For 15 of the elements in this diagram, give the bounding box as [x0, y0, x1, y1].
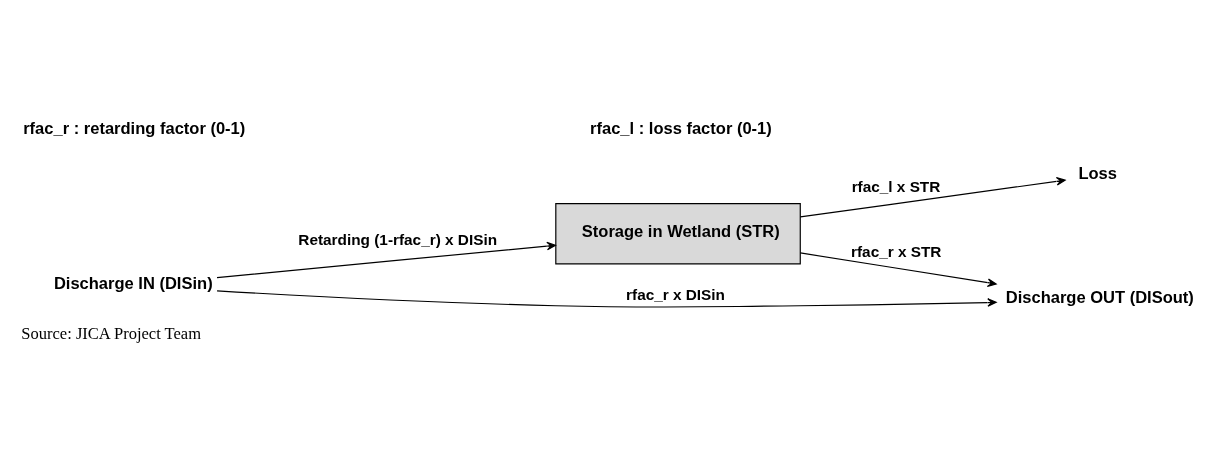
node-box: Storage in Wetland (STR): [555, 203, 801, 265]
node-text: Discharge OUT (DISout): [1005, 288, 1194, 308]
caption: Source: JICA Project Team: [21, 324, 202, 344]
arrow: [799, 252, 997, 287]
arrow: [216, 290, 997, 308]
label: rfac_l : loss factor (0-1): [590, 119, 772, 139]
arrow: [216, 241, 556, 279]
node-text: Loss: [1078, 164, 1117, 184]
label: rfac_r : retarding factor (0-1): [23, 119, 246, 139]
edge-label: rfac_r x STR: [851, 242, 942, 260]
edge-label: Retarding (1-rfac_r) x DISin: [298, 230, 498, 248]
node-text: Discharge IN (DISin): [53, 273, 213, 293]
edge-label: rfac_r x DISin: [626, 286, 726, 304]
edge-label: rfac_l x STR: [851, 177, 941, 195]
arrow: [799, 177, 1066, 218]
